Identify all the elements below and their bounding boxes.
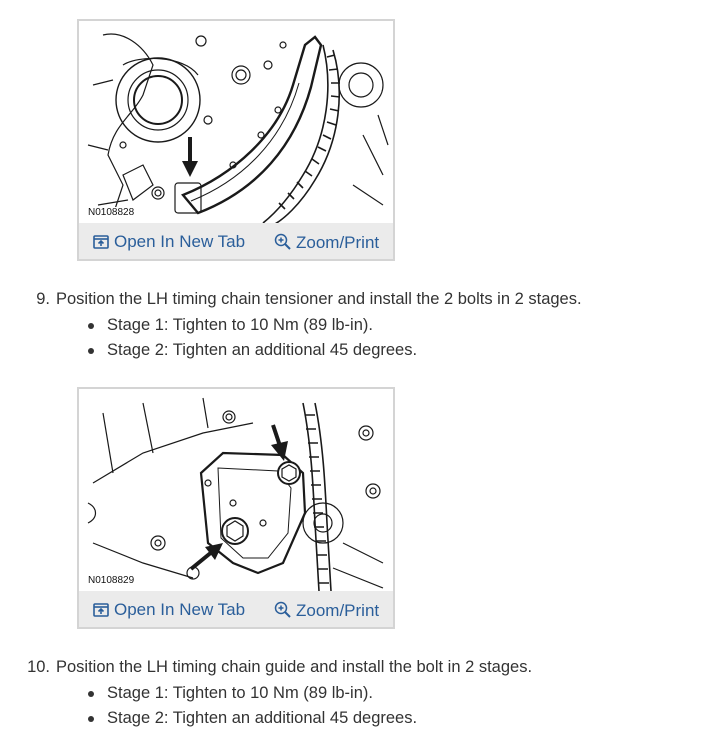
open-new-tab-icon (93, 603, 109, 621)
figure-code: N0108829 (87, 575, 136, 586)
step-number: 9. (36, 290, 50, 308)
zoom-print-label: Zoom/Print (296, 233, 380, 252)
illustration-timing-chain-guide (83, 25, 389, 223)
bullet (88, 323, 94, 329)
zoom-print-link[interactable]: Zoom/Print (274, 233, 379, 254)
figure-toolbar: Open In New Tab Zoom/Print (79, 223, 393, 259)
open-new-tab-icon (93, 235, 109, 253)
list-item-text: Stage 1: Tighten to 10 Nm (89 lb-in). (107, 684, 373, 702)
illustration-timing-chain-tensioner (83, 393, 389, 591)
bullet (88, 691, 94, 697)
step-text: Position the LH timing chain guide and i… (56, 658, 533, 676)
figure-code: N0108828 (87, 207, 136, 218)
step-text: Position the LH timing chain tensioner a… (56, 290, 582, 308)
open-in-new-tab-link[interactable]: Open In New Tab (93, 601, 245, 621)
zoom-print-link[interactable]: Zoom/Print (274, 601, 379, 622)
open-in-new-tab-link[interactable]: Open In New Tab (93, 233, 245, 253)
list-item-text: Stage 2: Tighten an additional 45 degree… (107, 341, 418, 359)
step-number: 10. (27, 658, 50, 676)
open-in-new-tab-label: Open In New Tab (114, 600, 246, 619)
zoom-in-icon (274, 601, 291, 622)
figure-timing-chain-guide: N0108828 Open In New Tab Zoom/Print (77, 19, 395, 261)
bullet (88, 348, 94, 354)
zoom-in-icon (274, 233, 291, 254)
zoom-print-label: Zoom/Print (296, 601, 380, 620)
list-item-text: Stage 1: Tighten to 10 Nm (89 lb-in). (107, 316, 373, 334)
bullet (88, 716, 94, 722)
open-in-new-tab-label: Open In New Tab (114, 232, 246, 251)
figure-timing-chain-tensioner: N0108829 Open In New Tab Zoom/Print (77, 387, 395, 629)
list-item-text: Stage 2: Tighten an additional 45 degree… (107, 709, 418, 727)
figure-toolbar: Open In New Tab Zoom/Print (79, 591, 393, 627)
